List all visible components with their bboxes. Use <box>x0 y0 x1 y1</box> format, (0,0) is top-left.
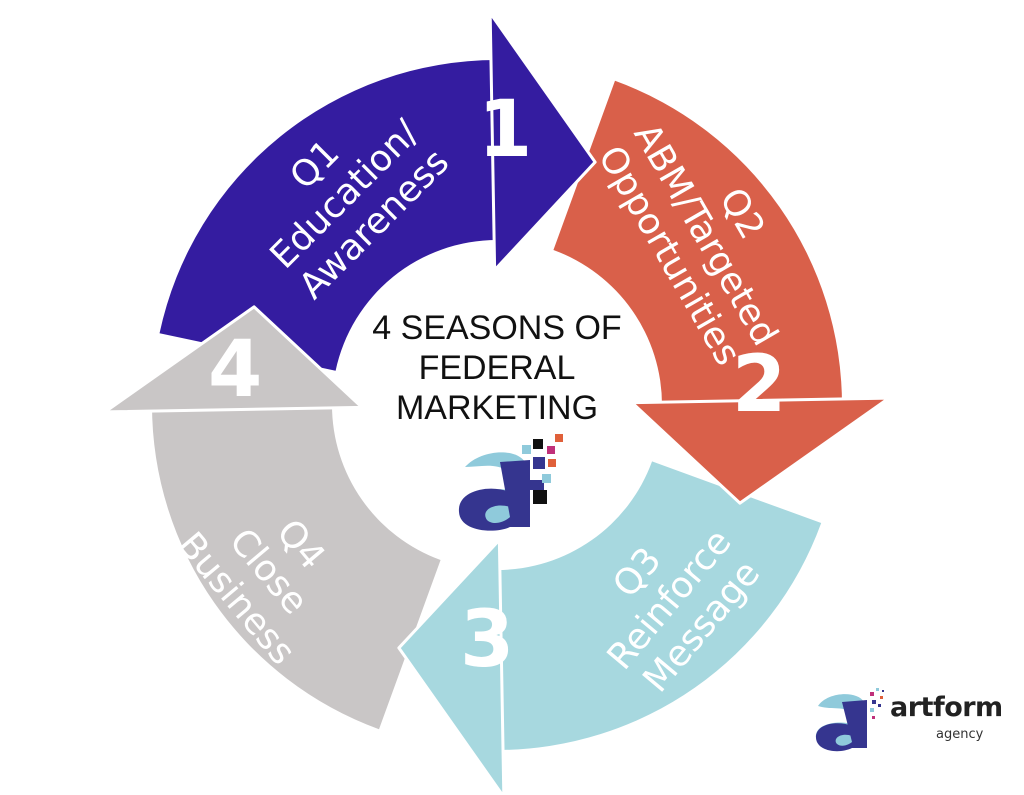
season-q3-arc <box>497 461 822 750</box>
season-q2-arrowhead <box>630 396 891 505</box>
brand-a-icon <box>815 688 884 752</box>
season-number-4: 4 <box>208 325 263 415</box>
season-q2-arc <box>553 80 842 406</box>
season-q4-arrowhead <box>103 305 364 414</box>
title-line: FEDERAL <box>418 349 576 387</box>
brand-sub: agency <box>936 727 984 742</box>
season-q3-arrowhead <box>397 538 506 795</box>
season-number-1: 1 <box>478 85 533 175</box>
season-q1-arrowhead <box>488 11 597 272</box>
center-title: 4 SEASONS OF FEDERAL MARKETING <box>357 308 637 428</box>
season-q1-arc <box>159 60 498 371</box>
brand-name: artform <box>890 692 1003 723</box>
season-number-2: 2 <box>732 340 787 430</box>
season-q4-arc <box>151 405 441 730</box>
season-number-3: 3 <box>460 595 515 685</box>
title-line: MARKETING <box>395 389 599 427</box>
title-line: 4 SEASONS OF <box>372 309 622 347</box>
brand-logo: artform agency <box>812 684 1003 754</box>
